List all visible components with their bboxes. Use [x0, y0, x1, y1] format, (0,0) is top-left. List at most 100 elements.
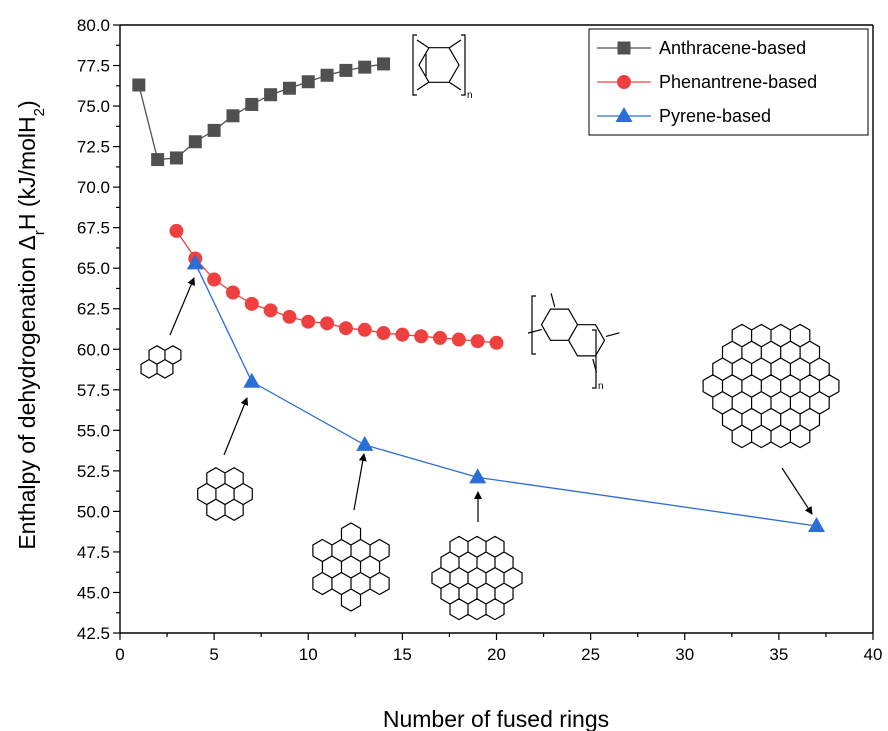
circumcoronene-37-structure	[702, 323, 840, 449]
y-tick-label: 47.5	[77, 543, 110, 562]
anthracene-bracket-right	[461, 34, 466, 96]
anthracene-based-point	[320, 68, 334, 82]
anthracene-based-point	[151, 153, 165, 167]
phenanthrene-stub	[605, 332, 620, 338]
circumcoronene-19-structure	[431, 535, 523, 621]
anthracene-bracket-left	[412, 34, 417, 96]
anthracene-based-point	[188, 135, 202, 149]
phenantrene-based-point	[433, 330, 448, 345]
phenantrene-based-line	[175, 230, 497, 344]
anthracene-stub	[448, 81, 462, 91]
circumcoronene-13-structure	[312, 522, 390, 612]
phenantrene-based-point	[489, 335, 504, 350]
anthracene-based-point	[264, 88, 278, 102]
x-tick-label: 15	[393, 645, 412, 664]
anthracene-structure	[412, 34, 466, 96]
legend-marker-phenantrene-based	[617, 75, 631, 89]
phenanthrene-bracket-right	[592, 329, 597, 389]
y-tick-label: 52.5	[77, 462, 110, 481]
phenanthrene-stub	[550, 293, 556, 308]
x-tick-label: 0	[115, 645, 124, 664]
phenantrene-based-point	[263, 303, 278, 318]
y-tick-label: 65.0	[77, 259, 110, 278]
y-tick-label: 70.0	[77, 178, 110, 197]
phenantrene-based-point	[225, 285, 240, 300]
anthracene-based-point	[358, 60, 372, 74]
x-tick-label: 30	[675, 645, 694, 664]
anthracene-based-line	[138, 63, 384, 161]
x-tick-label: 35	[769, 645, 788, 664]
legend-label-pyrene-based: Pyrene-based	[659, 106, 771, 126]
arrow-pyrene-13	[353, 453, 367, 511]
phenanthrene-structure	[527, 293, 620, 373]
pyrene-based-point	[808, 516, 826, 532]
coronene-structure	[197, 467, 253, 521]
y-tick-label: 57.5	[77, 381, 110, 400]
anthracene-based-point	[339, 63, 353, 77]
pyrene-based-point	[186, 254, 204, 270]
annotation-arrows	[169, 277, 813, 522]
legend-marker-pyrene-based	[615, 107, 633, 122]
anthracene-stub	[416, 81, 430, 91]
anthracene-based-point	[282, 81, 296, 95]
phenanthrene-bracket-left	[531, 295, 536, 355]
circ19-structure-rings	[431, 535, 523, 621]
y-tick-label: 60.0	[77, 340, 110, 359]
y-tick-label: 72.5	[77, 138, 110, 157]
x-tick-label: 10	[299, 645, 318, 664]
y-ticks: 42.545.047.550.052.555.057.560.062.565.0…	[77, 16, 120, 643]
phenanthrene-rings	[540, 308, 606, 357]
x-tick-label: 20	[487, 645, 506, 664]
y-axis-title: Enthalpy of dehydrogenation ΔrH (kJ/molH…	[14, 100, 48, 549]
pyrene-based-point	[356, 435, 374, 451]
legend: Anthracene-basedPhenantrene-basedPyrene-…	[588, 28, 869, 136]
anthracene-based-point	[245, 97, 259, 111]
anthracene-subscript-n: n	[467, 90, 473, 101]
pyrene-based-point	[243, 372, 261, 388]
phenantrene-based-point	[414, 329, 429, 344]
coronene-structure-rings	[197, 467, 253, 521]
pyrene-structure-rings	[140, 345, 182, 379]
y-axis-title-sub-r: r	[31, 230, 48, 235]
anthracene-based-point	[207, 123, 221, 137]
x-tick-label: 40	[864, 645, 883, 664]
anthracene-based-point	[377, 57, 391, 71]
anthracene-based-point	[301, 75, 315, 89]
phenantrene-based-point	[357, 322, 372, 337]
phenantrene-based-point	[301, 314, 316, 329]
phenantrene-based-point	[282, 309, 297, 324]
anthracene-stub	[448, 39, 462, 49]
y-tick-label: 75.0	[77, 97, 110, 116]
y-tick-label: 77.5	[77, 57, 110, 76]
arrow-pyrene-4	[169, 277, 195, 336]
y-axis-title-sub-2: 2	[31, 108, 48, 116]
y-axis-title-mid: H (kJ/molH	[14, 116, 40, 230]
arrow-pyrene-7	[223, 397, 249, 456]
y-tick-label: 62.5	[77, 300, 110, 319]
phenantrene-based-point	[169, 223, 184, 238]
y-tick-label: 45.0	[77, 583, 110, 602]
anthracene-based-point	[226, 109, 240, 123]
circ13-structure-rings	[312, 522, 390, 612]
anthracene-based-point	[132, 78, 146, 92]
phenantrene-based-point	[470, 334, 485, 349]
x-axis-title: Number of fused rings	[383, 706, 609, 731]
phenantrene-based-point	[320, 316, 335, 331]
y-tick-label: 80.0	[77, 16, 110, 35]
y-axis-title-end: )	[14, 100, 40, 108]
pyrene-structure	[140, 345, 182, 379]
phenantrene-based-point	[244, 296, 259, 311]
x-tick-label: 25	[581, 645, 600, 664]
series-markers	[132, 57, 826, 532]
phenantrene-based-point	[338, 321, 353, 336]
arrow-pyrene-37	[781, 467, 813, 515]
phenanthrene-brackets	[531, 295, 597, 389]
phenanthrene-stub	[527, 328, 542, 334]
phenanthrene-stub	[592, 358, 598, 373]
y-axis-title-main: Enthalpy of dehydrogenation Δ	[14, 235, 40, 550]
phenantrene-based-point	[451, 332, 466, 347]
legend-label-anthracene-based: Anthracene-based	[659, 38, 806, 58]
anthracene-stub	[416, 39, 430, 49]
